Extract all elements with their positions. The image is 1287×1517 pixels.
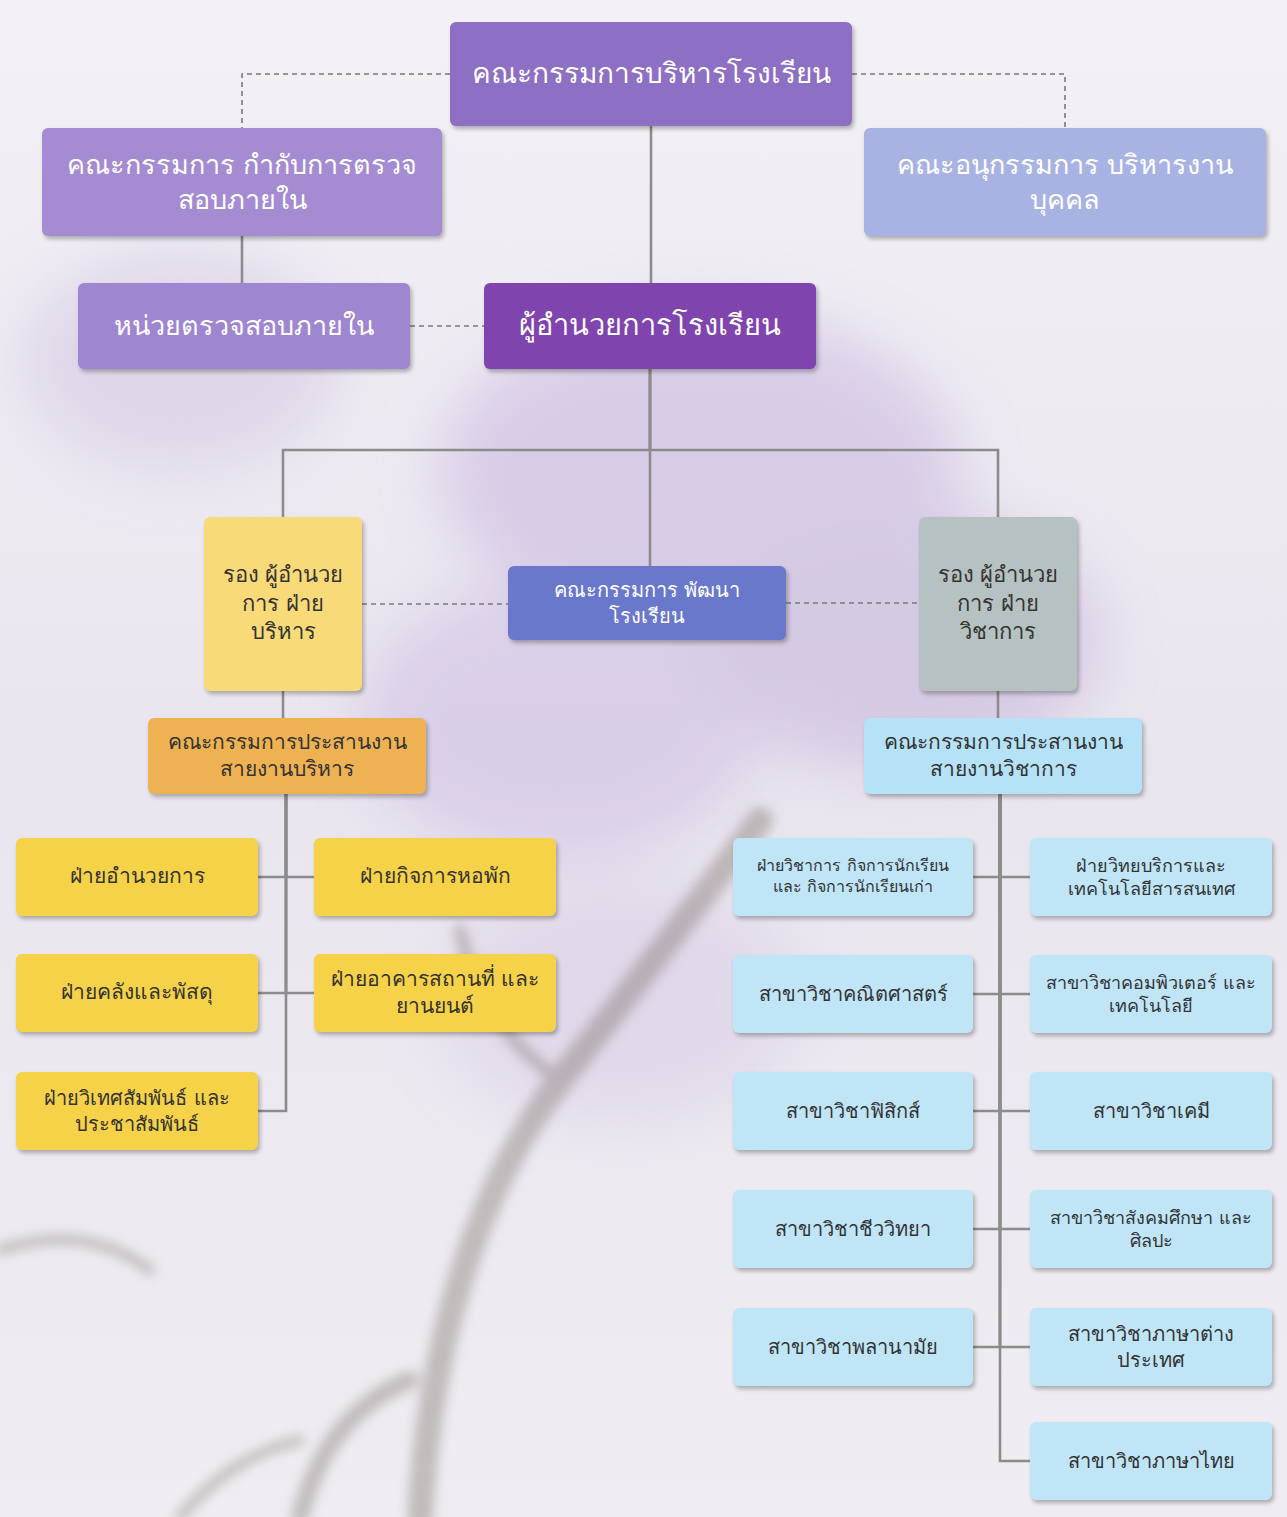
connector-line xyxy=(1000,794,1030,1229)
connector-line xyxy=(973,794,1000,1347)
connector-line xyxy=(283,369,650,517)
department-box: ฝ่ายวิทยบริการและ เทคโนโลยีสารสนเทศ xyxy=(1030,838,1272,916)
deputy-box: รอง ผู้อำนวยการ ฝ่ายวิชาการ xyxy=(919,517,1077,691)
node-label: คณะกรรมการ พัฒนาโรงเรียน xyxy=(520,577,774,629)
node-label: สาขาวิชาคณิตศาสตร์ xyxy=(759,981,948,1007)
dashed-connector xyxy=(362,603,508,605)
subject-box: สาขาวิชาชีววิทยา xyxy=(733,1190,973,1268)
node-label: คณะอนุกรรมการ บริหารงานบุคคล xyxy=(876,147,1254,217)
branch-blur xyxy=(0,820,760,1517)
node-label: สาขาวิชาฟิสิกส์ xyxy=(786,1098,920,1124)
connector-line xyxy=(1000,794,1030,877)
connector-line xyxy=(650,126,653,283)
node-label: ฝ่ายวิชาการ กิจการนักเรียนและ กิจการนักเ… xyxy=(745,856,961,898)
department-box: ฝ่ายวิชาการ กิจการนักเรียนและ กิจการนักเ… xyxy=(733,838,973,916)
connector-line xyxy=(258,794,286,993)
connector-line xyxy=(973,794,1000,877)
connector-line xyxy=(1000,794,1030,1461)
node-label: ฝ่ายวิทยบริการและ เทคโนโลยีสารสนเทศ xyxy=(1042,854,1260,901)
committee-box: คณะอนุกรรมการ บริหารงานบุคคล xyxy=(864,128,1266,236)
subject-box: สาขาวิชาคอมพิวเตอร์ และเทคโนโลยี xyxy=(1030,955,1272,1033)
department-box: ฝ่ายอำนวยการ xyxy=(16,838,258,916)
node-label: คณะกรรมการประสานงาน สายงานวิชาการ xyxy=(876,729,1130,784)
department-box: ฝ่ายวิเทศสัมพันธ์ และประชาสัมพันธ์ xyxy=(16,1072,258,1150)
dashed-connector xyxy=(242,74,450,128)
node-label: ฝ่ายอำนวยการ xyxy=(70,863,205,890)
node-label: สาขาวิชาคอมพิวเตอร์ และเทคโนโลยี xyxy=(1042,971,1260,1018)
flower-blur xyxy=(20,250,1100,1120)
node-label: ฝ่ายอาคารสถานที่ และยานยนต์ xyxy=(326,966,544,1021)
connector-line xyxy=(241,236,244,283)
node-label: สาขาวิชาสังคมศึกษา และศิลปะ xyxy=(1042,1206,1260,1253)
node-label: ฝ่ายคลังและพัสดุ xyxy=(61,979,213,1006)
connector-line xyxy=(286,794,314,877)
connector-line xyxy=(973,794,1000,994)
subject-box: สาขาวิชาสังคมศึกษา และศิลปะ xyxy=(1030,1190,1272,1268)
node-label: สาขาวิชาเคมี xyxy=(1093,1098,1210,1124)
connector-line xyxy=(650,369,998,517)
dashed-connector xyxy=(852,74,1065,128)
node-label: คณะกรรมการบริหารโรงเรียน xyxy=(472,56,831,92)
department-box: ฝ่ายคลังและพัสดุ xyxy=(16,954,258,1032)
coordination-box: คณะกรรมการประสานงาน สายงานวิชาการ xyxy=(864,718,1142,794)
node-label: สาขาวิชาภาษาไทย xyxy=(1068,1448,1235,1474)
coordination-box: คณะกรรมการประสานงาน สายงานบริหาร xyxy=(148,718,426,794)
node-label: ฝ่ายวิเทศสัมพันธ์ และประชาสัมพันธ์ xyxy=(28,1085,246,1137)
connector-line xyxy=(1000,794,1030,1347)
node-label: คณะกรรมการประสานงาน สายงานบริหาร xyxy=(160,729,414,784)
connector-line xyxy=(973,794,1000,1111)
subject-box: สาขาวิชาเคมี xyxy=(1030,1072,1272,1150)
connector-line xyxy=(973,794,1000,1229)
committee-box: คณะกรรมการ กำกับการตรวจสอบภายใน xyxy=(42,128,442,236)
node-label: รอง ผู้อำนวยการ ฝ่ายวิชาการ xyxy=(931,561,1065,647)
node-label: สาขาวิชาพลานามัย xyxy=(768,1334,938,1360)
connector-line xyxy=(258,794,286,877)
node-label: หน่วยตรวจสอบภายใน xyxy=(114,308,374,343)
dashed-connector xyxy=(410,325,484,327)
subject-box: สาขาวิชาภาษาต่างประเทศ xyxy=(1030,1308,1272,1386)
connector-line xyxy=(282,691,285,718)
deputy-box: รอง ผู้อำนวยการ ฝ่ายบริหาร xyxy=(204,517,362,691)
connector-line xyxy=(1000,794,1030,994)
connector-line xyxy=(286,794,314,993)
department-box: ฝ่ายกิจการหอพัก xyxy=(314,838,556,916)
subject-box: สาขาวิชาพลานามัย xyxy=(733,1308,973,1386)
connector-line xyxy=(258,794,286,1111)
subject-box: สาขาวิชาภาษาไทย xyxy=(1030,1422,1272,1500)
connector-line xyxy=(997,691,1000,718)
node-label: สาขาวิชาภาษาต่างประเทศ xyxy=(1042,1321,1260,1373)
board-box: คณะกรรมการบริหารโรงเรียน xyxy=(450,22,852,126)
node-label: คณะกรรมการ กำกับการตรวจสอบภายใน xyxy=(54,147,430,217)
subject-box: สาขาวิชาคณิตศาสตร์ xyxy=(733,955,973,1033)
committee-box: คณะกรรมการ พัฒนาโรงเรียน xyxy=(508,566,786,640)
subject-box: สาขาวิชาฟิสิกส์ xyxy=(733,1072,973,1150)
connector-line xyxy=(1000,794,1030,1111)
node-label: สาขาวิชาชีววิทยา xyxy=(775,1216,931,1242)
unit-box: หน่วยตรวจสอบภายใน xyxy=(78,283,410,369)
department-box: ฝ่ายอาคารสถานที่ และยานยนต์ xyxy=(314,954,556,1032)
node-label: รอง ผู้อำนวยการ ฝ่ายบริหาร xyxy=(216,561,350,647)
node-label: ฝ่ายกิจการหอพัก xyxy=(360,863,511,890)
director-box: ผู้อำนวยการโรงเรียน xyxy=(484,283,816,369)
node-label: ผู้อำนวยการโรงเรียน xyxy=(519,307,781,345)
dashed-connector xyxy=(786,602,919,604)
